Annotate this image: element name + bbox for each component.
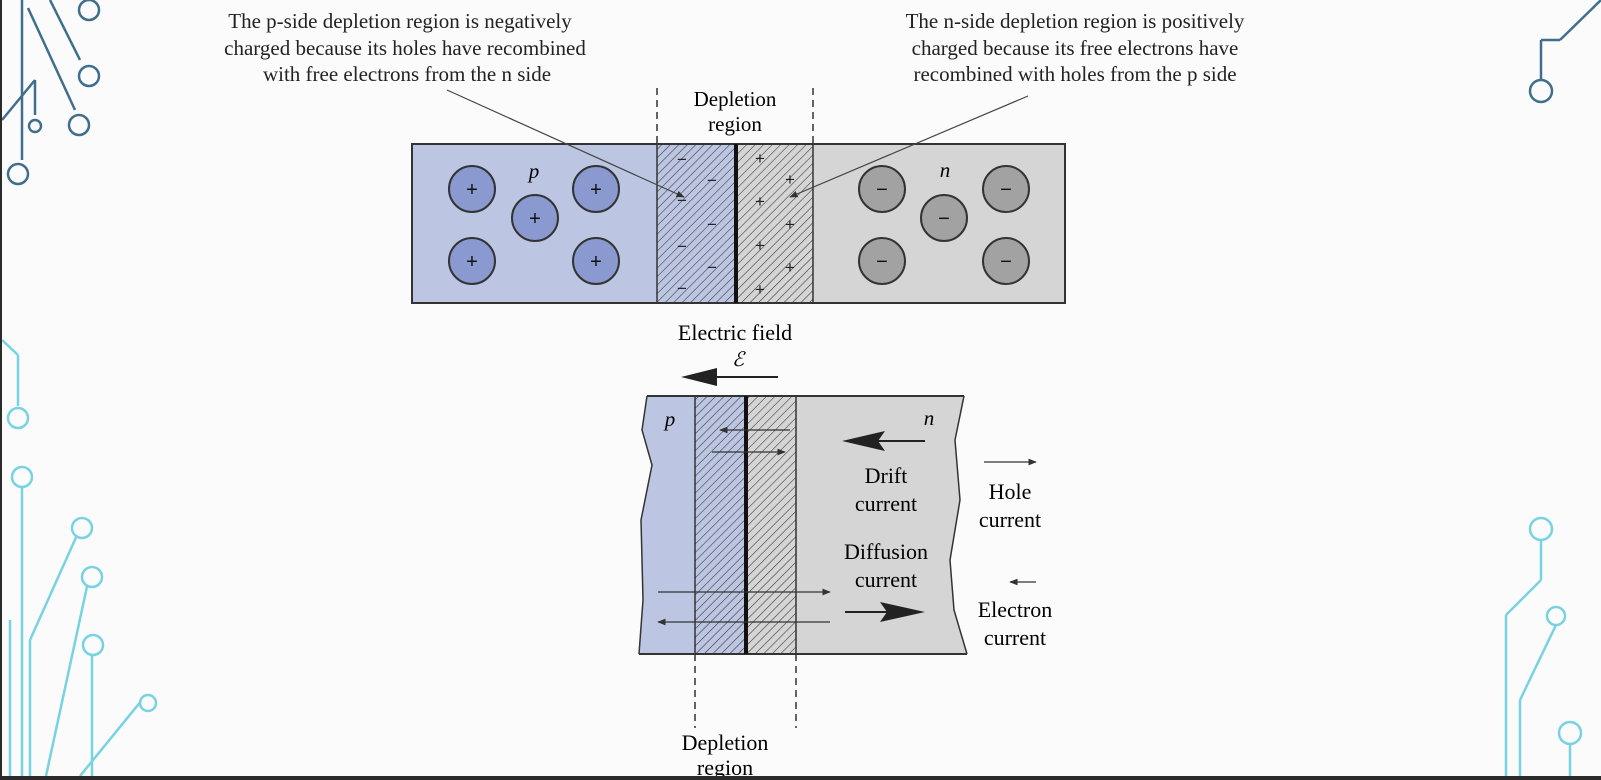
depletion-plus: + (785, 258, 795, 277)
n-side-annotation: The n-side depletion region is positivel… (906, 9, 1245, 86)
depletion-plus: + (755, 236, 765, 255)
depletion-minus: − (677, 279, 687, 298)
bottom-depletion-label-1: Depletion (682, 730, 769, 755)
slide-bottom-bar (0, 776, 1601, 780)
electric-field-symbol: ℰ (732, 349, 746, 371)
diffusion-current-label-2: current (855, 567, 917, 592)
electric-field-indicator: Electric field ℰ (678, 320, 792, 386)
depletion-plus: + (755, 192, 765, 211)
depletion-minus: − (707, 215, 717, 234)
p-side-annotation: The p-side depletion region is negativel… (224, 9, 586, 86)
drift-current-label-1: Drift (865, 463, 908, 488)
hole-ion-sign: + (529, 208, 541, 230)
hole-current-label-2: current (979, 507, 1041, 532)
bottom-p-label: p (663, 407, 676, 431)
electron-ion-sign: − (876, 251, 888, 273)
electron-ion-sign: − (1000, 251, 1012, 273)
drift-current-label-2: current (855, 491, 917, 516)
electron-ions (858, 165, 1030, 285)
depletion-plus: + (755, 280, 765, 299)
p-side-note-line-2: charged because its holes have recombine… (224, 36, 586, 60)
electron-current-label-1: Electron (978, 597, 1053, 622)
depletion-minus: − (707, 171, 717, 190)
bottom-depletion-label-2: region (697, 755, 753, 780)
slide-left-edge (0, 0, 2, 780)
field-arrow-icon (681, 368, 717, 386)
hole-ion-sign: + (466, 179, 478, 201)
depletion-plus: + (785, 170, 795, 189)
depletion-minus: − (677, 191, 687, 210)
depletion-minus: − (707, 258, 717, 277)
top-n-label: n (940, 158, 951, 182)
p-note-pointer (446, 89, 685, 198)
circuit-trace-icon-right (1504, 0, 1601, 776)
depletion-minus: − (677, 237, 687, 256)
bottom-n-label: n (924, 406, 935, 430)
drift-current-arrow-icon (842, 431, 885, 451)
hole-ion-sign: + (590, 179, 602, 201)
circuit-trace-icon-left (1, 0, 158, 777)
electron-ion-sign: − (876, 179, 888, 201)
diffusion-current-label-1: Diffusion (844, 539, 928, 564)
electron-ion-sign: − (938, 208, 950, 230)
n-side-note-line-3: recombined with holes from the p side (913, 62, 1236, 86)
electron-ion-sign: − (1000, 179, 1012, 201)
hole-ion-sign: + (466, 251, 478, 273)
bottom-n-region (745, 396, 967, 654)
diffusion-current-arrow-icon (880, 602, 925, 622)
hole-current-label-1: Hole (989, 479, 1032, 504)
depletion-plus: + (755, 149, 765, 168)
hole-ion-sign: + (590, 251, 602, 273)
depletion-plus: + (785, 215, 795, 234)
bottom-junction: p n Drift current Diffusion current Hole… (638, 395, 1053, 780)
top-p-label: p (527, 159, 540, 183)
electric-field-label: Electric field (678, 320, 792, 345)
n-note-pointer (789, 95, 1029, 198)
top-depletion-label-2: region (708, 112, 762, 136)
n-side-note-line-2: charged because its free electrons have (912, 36, 1239, 60)
n-side-note-line-1: The n-side depletion region is positivel… (906, 9, 1245, 33)
hole-ions (448, 165, 620, 285)
electron-current-label-2: current (984, 625, 1046, 650)
depletion-minus: − (677, 150, 687, 169)
top-junction: Depletion region p n + + + + + (411, 87, 1066, 304)
top-depletion-label-1: Depletion (694, 87, 777, 111)
p-side-note-line-1: The p-side depletion region is negativel… (228, 9, 572, 33)
p-side-note-line-3: with free electrons from the n side (263, 62, 551, 86)
